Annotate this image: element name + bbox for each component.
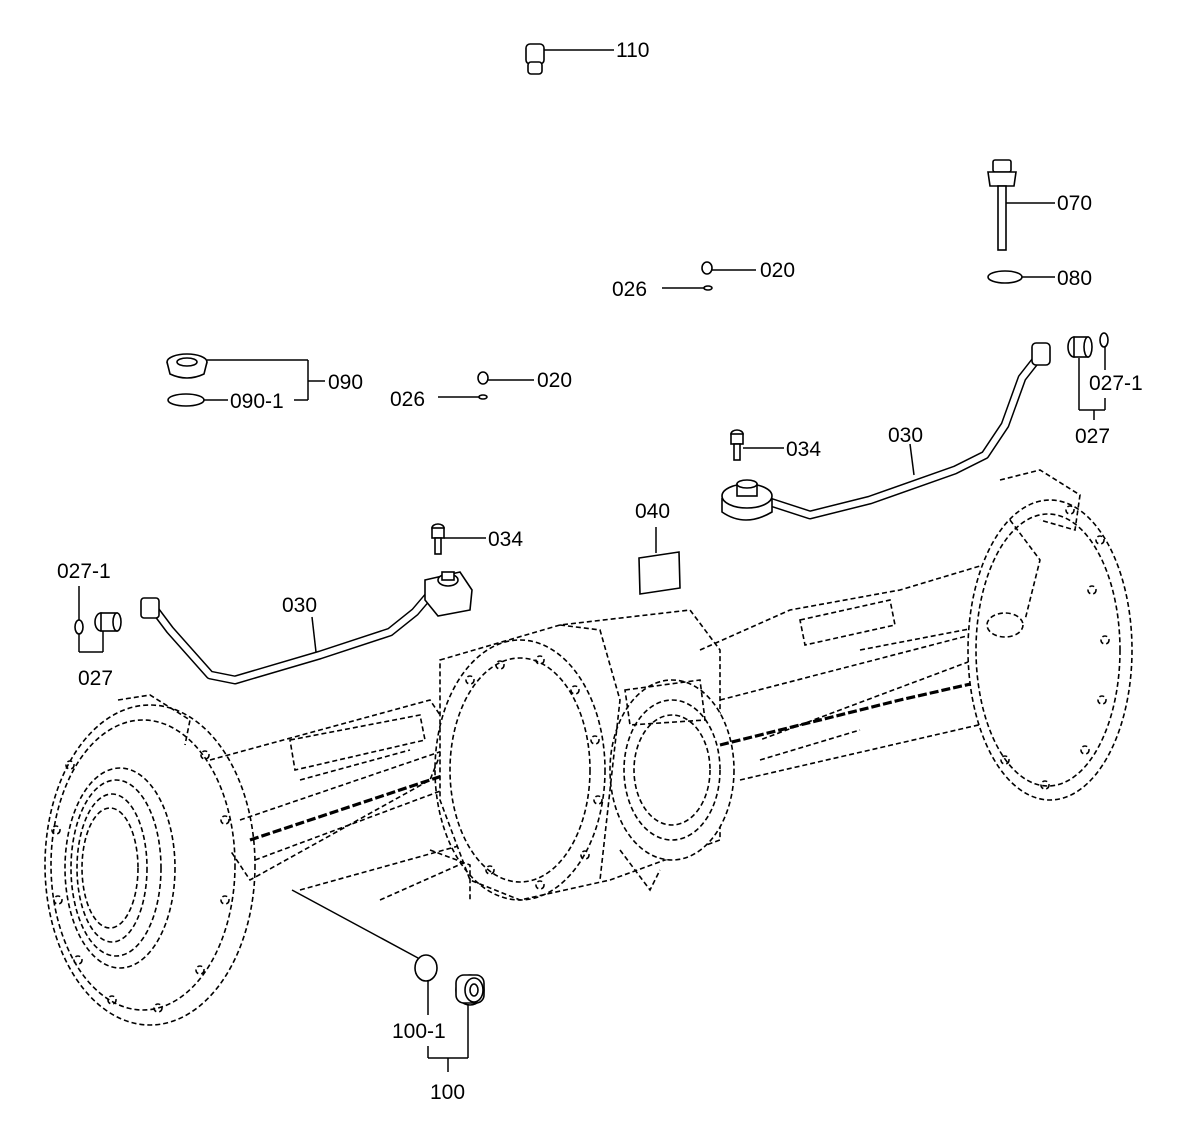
differential-housing [429,609,735,901]
part-027-1-o-ring-right: 027-1 [1089,332,1143,410]
label-027-right: 027 [1075,425,1110,448]
label-026-lower: 026 [390,388,425,411]
label-090: 090 [328,371,363,394]
label-027-1-left: 027-1 [57,560,111,583]
part-034-bolt-right: 034 [730,429,821,461]
part-030-pipe-right: 030 [721,342,1051,521]
part-040-label-plate: 040 [635,500,681,595]
label-020-lower: 020 [537,369,572,392]
part-027-1-o-ring-left: 027-1 [57,560,111,635]
label-100: 100 [430,1081,465,1104]
part-080-o-ring: 080 [987,267,1092,290]
part-020-nipple-lower: 020 [477,369,572,392]
label-027-1-right: 027-1 [1089,372,1143,395]
label-040: 040 [635,500,670,523]
part-090-1-o-ring: 090-1 [167,390,308,413]
part-070-dipstick: 070 [987,159,1092,251]
part-027-fitting-left: 027 [78,612,122,690]
label-027-left: 027 [78,667,113,690]
part-026-washer-lower: 026 [390,388,488,411]
label-020-upper: 020 [760,259,795,282]
label-100-1: 100-1 [392,1020,446,1043]
part-020-nipple-upper: 020 [701,259,795,282]
part-110-plug: 110 [525,39,649,75]
label-026-upper: 026 [612,278,647,301]
label-070: 070 [1057,192,1092,215]
part-030-pipe-left: 030 [140,571,473,685]
left-wheel-flange [44,694,256,1026]
part-090-cap: 090 [166,353,363,400]
part-100-1-seal: 100-1 [291,889,446,1043]
label-030-left: 030 [282,594,317,617]
part-026-washer-upper: 026 [612,278,713,301]
label-080: 080 [1057,267,1092,290]
label-034-right: 034 [786,438,821,461]
part-027-fitting-right: 027 [1067,336,1110,448]
label-030-right: 030 [888,424,923,447]
label-090-1: 090-1 [230,390,284,413]
part-100-bushing: 100 [427,974,485,1104]
label-110: 110 [616,39,649,62]
axle-housing [44,469,1133,1026]
label-034-left: 034 [488,528,523,551]
part-034-bolt-left: 034 [431,523,523,555]
right-wheel-flange [967,469,1133,801]
